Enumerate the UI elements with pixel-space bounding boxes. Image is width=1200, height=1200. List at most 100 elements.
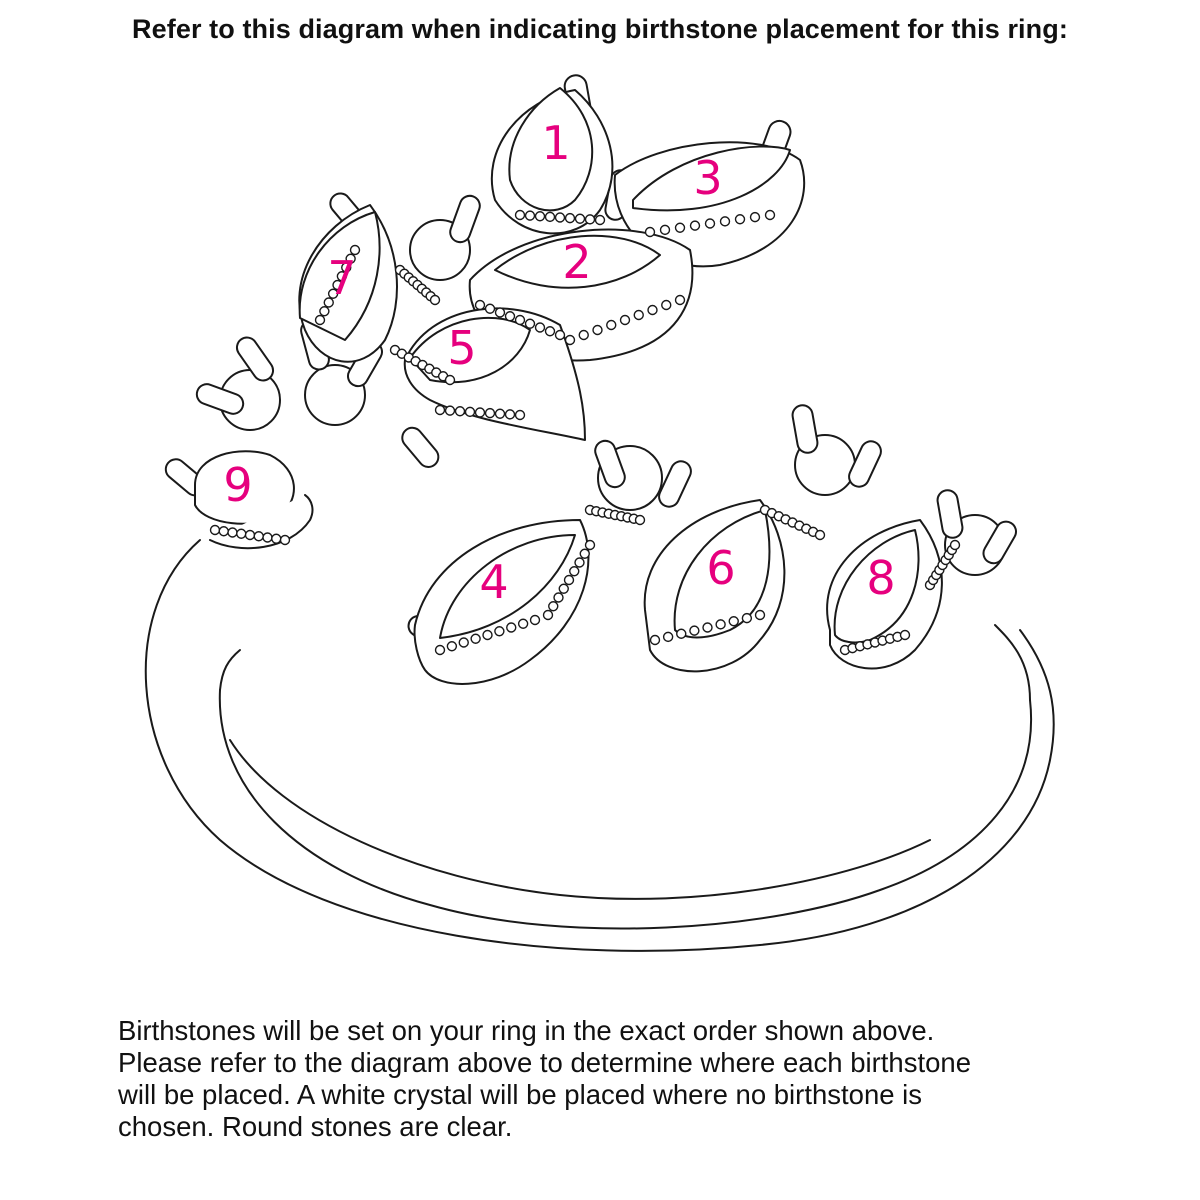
milgrain-bead	[529, 614, 541, 626]
milgrain-bead	[689, 625, 700, 636]
milgrain-bead	[754, 609, 766, 621]
milgrain-bead	[633, 309, 644, 321]
milgrain-bead	[514, 409, 526, 421]
milgrain-bead	[647, 304, 658, 316]
stone-label-3: 3	[693, 151, 722, 205]
milgrain-bead	[524, 210, 536, 221]
note-line: will be placed. A white crystal will be …	[118, 1079, 923, 1110]
milgrain-bead	[574, 557, 585, 568]
milgrain-bead	[702, 622, 713, 633]
milgrain-bead	[434, 644, 446, 656]
milgrain-bead	[749, 211, 761, 223]
milgrain-bead	[578, 329, 589, 341]
milgrain-bead	[584, 214, 596, 225]
milgrain-bead	[558, 583, 569, 594]
milgrain-bead	[444, 374, 456, 386]
milgrain-bead	[542, 609, 554, 621]
milgrain-bead	[494, 307, 506, 318]
milgrain-bead	[319, 306, 330, 317]
milgrain-bead	[517, 618, 529, 629]
milgrain-bead	[429, 294, 441, 306]
milgrain-bead	[534, 211, 546, 222]
stone-label-1: 1	[541, 116, 570, 170]
milgrain-bead	[715, 619, 726, 630]
milgrain-bead	[674, 294, 686, 306]
milgrain-bead	[506, 622, 517, 633]
milgrain-bead	[564, 334, 576, 346]
milgrain-bead	[564, 212, 576, 224]
ring-band	[144, 539, 1055, 952]
milgrain-bead	[444, 405, 456, 416]
milgrain-bead	[327, 288, 339, 299]
milgrain-bead	[704, 218, 716, 229]
milgrain-bead	[544, 326, 556, 337]
milgrain-bead	[606, 319, 617, 331]
milgrain-bead	[899, 629, 911, 641]
milgrain-bead	[659, 224, 671, 236]
milgrain-bead	[579, 548, 590, 559]
milgrain-bead	[262, 532, 273, 543]
milgrain-bead	[574, 213, 586, 224]
milgrain-bead	[676, 628, 687, 639]
milgrain-bead	[594, 214, 606, 226]
milgrain-bead	[504, 409, 516, 420]
milgrain-bead	[741, 612, 753, 624]
stone-label-8: 8	[866, 551, 895, 605]
milgrain-bead	[474, 407, 486, 418]
milgrain-bead	[314, 314, 326, 326]
milgrain-bead	[484, 303, 496, 314]
milgrain-bead	[554, 329, 566, 341]
milgrain-bead	[662, 631, 674, 643]
milgrain-bead	[553, 592, 564, 603]
placement-note: Birthstones will be set on your ring in …	[118, 1015, 1118, 1143]
milgrain-bead	[569, 566, 580, 577]
milgrain-bead	[236, 528, 247, 539]
milgrain-bead	[514, 209, 526, 221]
stone-label-2: 2	[562, 235, 591, 289]
milgrain-bead	[458, 637, 469, 648]
stone-labels: 1 2 3 4 5 6 7 8 9	[223, 116, 895, 609]
milgrain-bead	[244, 529, 256, 541]
milgrain-bead	[454, 406, 466, 417]
milgrain-bead	[470, 633, 481, 644]
milgrain-bead	[674, 222, 686, 233]
milgrain-bead	[494, 408, 506, 419]
milgrain-bead	[534, 322, 546, 333]
note-line: Please refer to the diagram above to det…	[118, 1047, 971, 1078]
milgrain-bead	[514, 314, 526, 326]
milgrain-bead	[474, 299, 486, 311]
milgrain-bead	[649, 634, 661, 646]
milgrain-bead	[341, 262, 352, 273]
diagram-heading: Refer to this diagram when indicating bi…	[132, 14, 1068, 44]
stone-label-4: 4	[479, 555, 508, 609]
milgrain-bead	[764, 209, 776, 221]
milgrain-bead	[504, 311, 516, 322]
milgrain-bead	[689, 220, 701, 231]
milgrain-bead	[619, 314, 631, 326]
milgrain-bead	[227, 527, 238, 538]
milgrain-bead	[544, 211, 556, 223]
milgrain-bead	[446, 641, 458, 652]
milgrain-bead	[349, 244, 361, 256]
stone-label-9: 9	[223, 458, 252, 512]
milgrain-bead	[728, 616, 739, 627]
milgrain-bead	[279, 534, 291, 546]
milgrain-bead	[661, 299, 672, 311]
milgrain-bead	[218, 526, 229, 537]
milgrain-bead	[332, 279, 343, 291]
stone-label-7: 7	[327, 251, 356, 305]
ring-diagram: 1 2 3 4 5 6 7 8 9	[144, 74, 1055, 952]
stone-label-5: 5	[447, 321, 476, 375]
note-line: chosen. Round stones are clear.	[118, 1111, 513, 1142]
milgrain-bead	[336, 271, 348, 282]
milgrain-bead	[634, 514, 646, 526]
milgrain-bead	[584, 539, 596, 551]
milgrain-bead	[592, 324, 603, 336]
stone-label-6: 6	[706, 541, 735, 595]
milgrain-bead	[464, 406, 476, 418]
milgrain-bead	[644, 226, 656, 238]
milgrain-bead	[494, 626, 505, 637]
milgrain-bead	[345, 253, 356, 264]
milgrain-bead	[434, 404, 446, 416]
milgrain-bead	[734, 214, 746, 225]
